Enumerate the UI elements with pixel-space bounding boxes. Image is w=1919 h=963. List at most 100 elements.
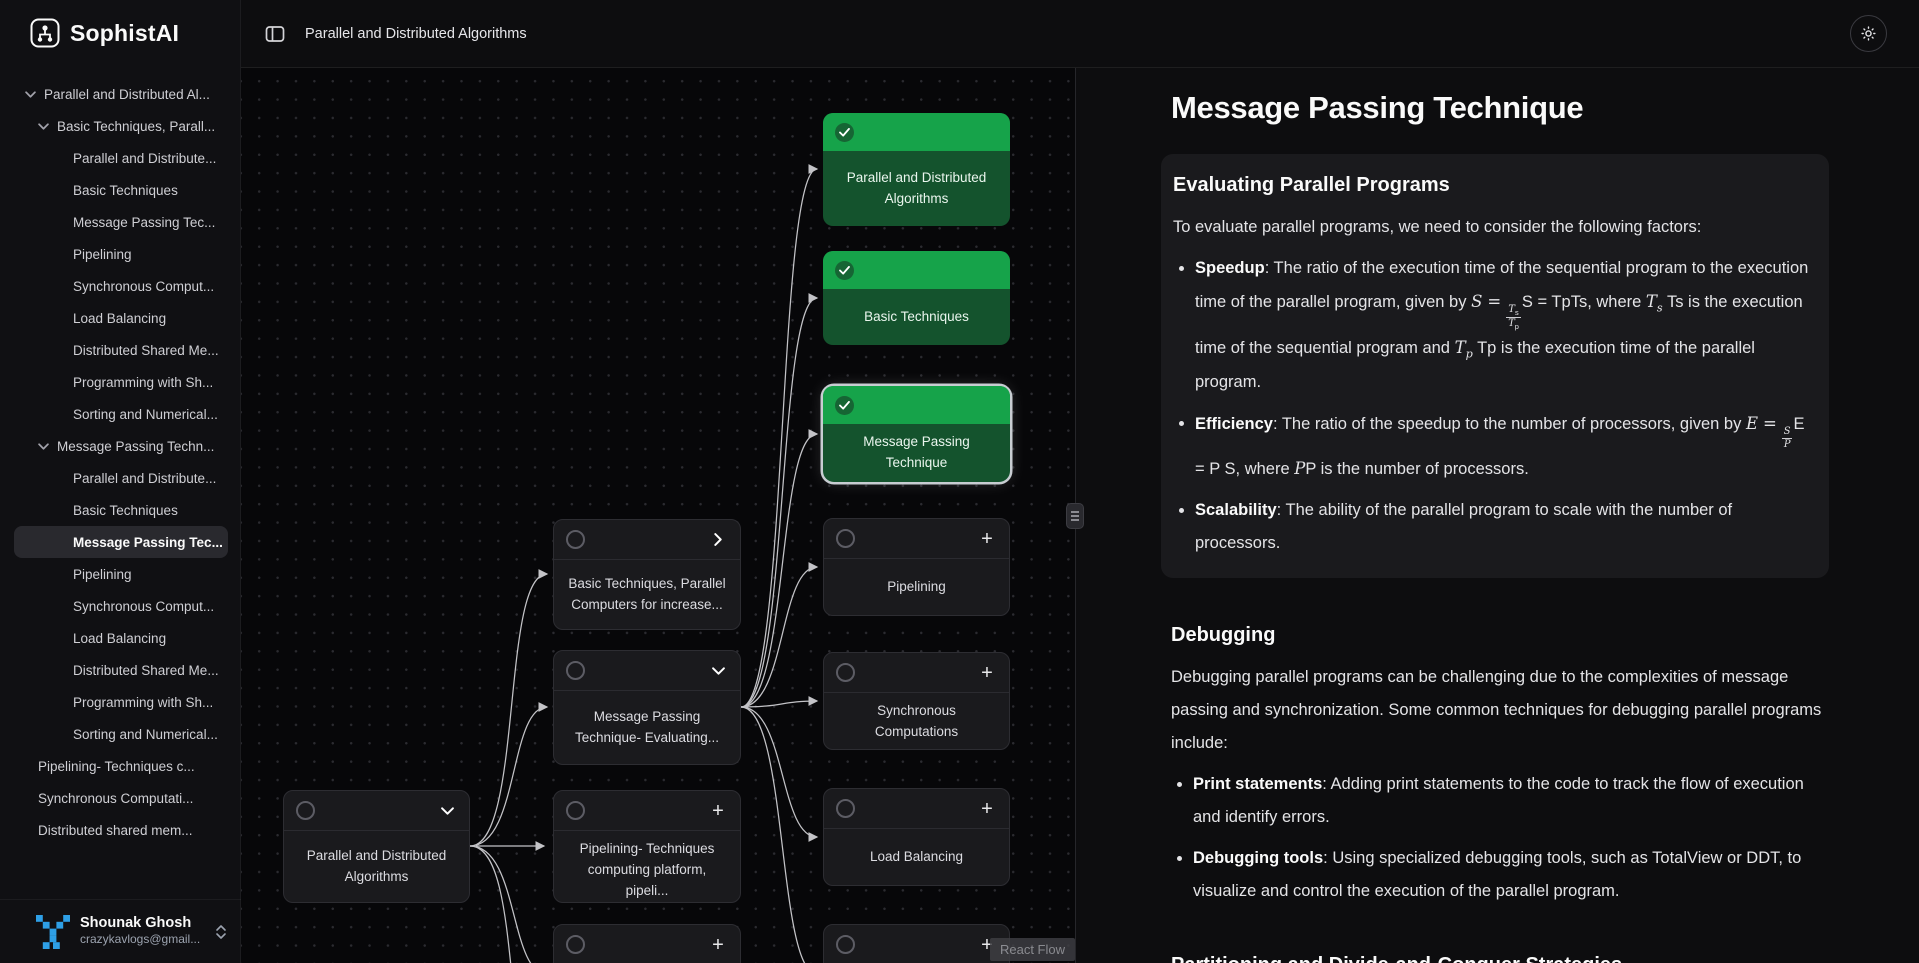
sidebar-item[interactable]: Distributed shared mem... (14, 814, 228, 846)
flow-node-root[interactable]: Parallel and Distributed Algorithms (283, 790, 470, 903)
sidebar-item[interactable]: Synchronous Computati... (14, 782, 228, 814)
sidebar-item-label: Basic Techniques (73, 182, 178, 198)
sidebar-item[interactable]: Message Passing Tec... (14, 526, 228, 558)
user-account[interactable]: Shounak Ghosh crazykavlogs@gmail... (0, 899, 241, 963)
completed-check-icon[interactable] (835, 260, 854, 280)
sidebar-item[interactable]: Message Passing Techn... (14, 430, 228, 462)
node-label: Basic Techniques, Parallel Computers for… (568, 575, 726, 612)
sidebar-item-label: Load Balancing (73, 630, 167, 646)
sidebar-item[interactable]: Parallel and Distributed Al... (14, 78, 228, 110)
flow-node-m2[interactable]: Message Passing Technique- Evaluating... (553, 650, 741, 765)
sidebar-item-label: Sorting and Numerical... (73, 406, 218, 422)
expand-node-button[interactable] (708, 530, 728, 550)
add-node-button[interactable]: + (981, 933, 993, 956)
collapse-node-button[interactable] (708, 661, 728, 681)
complete-toggle-circle[interactable] (836, 935, 855, 954)
collapse-node-button[interactable] (437, 801, 457, 821)
sidebar-item[interactable]: Pipelining (14, 238, 228, 270)
debugging-list: Print statements: Adding print statement… (1171, 768, 1829, 908)
sidebar-item[interactable]: Pipelining (14, 558, 228, 590)
next-section-heading: Partitioning and Divide-and-Conquer Stra… (1171, 954, 1622, 963)
sun-icon (1861, 26, 1876, 41)
flow-node-m3[interactable]: + Pipelining- Techniques computing platf… (553, 790, 741, 903)
panel-resize-handle[interactable] (1066, 503, 1084, 529)
sitemap-logo-icon (30, 18, 60, 48)
flow-node-r6[interactable]: + Load Balancing (823, 788, 1010, 886)
complete-toggle-circle[interactable] (566, 661, 585, 680)
flow-node-r2[interactable]: Basic Techniques (823, 251, 1010, 345)
sidebar-item-label: Sorting and Numerical... (73, 726, 218, 742)
sidebar-item[interactable]: Sorting and Numerical... (14, 398, 228, 430)
node-header: + (554, 791, 740, 831)
node-header: + (824, 789, 1009, 829)
complete-toggle-circle[interactable] (836, 529, 855, 548)
sidebar-item[interactable]: Load Balancing (14, 302, 228, 334)
sidebar-item[interactable]: Parallel and Distribute... (14, 142, 228, 174)
flow-node-m1[interactable]: Basic Techniques, Parallel Computers for… (553, 519, 741, 630)
add-node-button[interactable]: + (712, 933, 724, 956)
sidebar-item[interactable]: Sorting and Numerical... (14, 718, 228, 750)
factors-list: Speedup: The ratio of the execution time… (1173, 252, 1813, 560)
sidebar-item[interactable]: Pipelining- Techniques c... (14, 750, 228, 782)
sidebar-item[interactable]: Basic Techniques, Parall... (14, 110, 228, 142)
add-node-button[interactable]: + (981, 527, 993, 550)
sidebar-item-label: Programming with Sh... (73, 694, 214, 710)
chevron-right-icon (714, 533, 722, 546)
flow-node-r1[interactable]: Parallel and Distributed Algorithms (823, 113, 1010, 226)
node-label: Basic Techniques (864, 308, 969, 324)
theme-toggle-button[interactable] (1850, 15, 1887, 52)
node-header (554, 651, 740, 691)
add-node-button[interactable]: + (712, 799, 724, 822)
sidebar-item-label: Synchronous Comput... (73, 278, 215, 294)
sidebar-item[interactable]: Load Balancing (14, 622, 228, 654)
sidebar-item[interactable]: Message Passing Tec... (14, 206, 228, 238)
node-label: Parallel and Distributed Algorithms (306, 847, 447, 884)
content-panel[interactable]: Message Passing Technique Evaluating Par… (1076, 68, 1919, 963)
panel-toggle-icon[interactable] (265, 24, 285, 44)
react-flow-attribution[interactable]: React Flow (989, 938, 1075, 961)
node-header (554, 520, 740, 560)
flow-node-m4[interactable]: + (553, 924, 741, 963)
sidebar-item[interactable]: Parallel and Distribute... (14, 462, 228, 494)
chevron-down-icon (38, 442, 49, 450)
sidebar-item-label: Distributed Shared Me... (73, 342, 219, 358)
sidebar-item[interactable]: Programming with Sh... (14, 366, 228, 398)
sidebar-item-label: Message Passing Techn... (57, 438, 215, 454)
node-label: Synchronous Computations (874, 703, 959, 739)
sidebar-item[interactable]: Distributed Shared Me... (14, 654, 228, 686)
complete-toggle-circle[interactable] (566, 801, 585, 820)
sidebar-item[interactable]: Synchronous Comput... (14, 270, 228, 302)
complete-toggle-circle[interactable] (836, 663, 855, 682)
flow-node-r5[interactable]: + Synchronous Computations (823, 652, 1010, 750)
add-node-button[interactable]: + (981, 661, 993, 684)
complete-toggle-circle[interactable] (836, 799, 855, 818)
node-label: Message Passing Technique (863, 434, 970, 470)
chevron-up-down-icon[interactable] (215, 924, 227, 940)
complete-toggle-circle[interactable] (296, 801, 315, 820)
sidebar-item-label: Parallel and Distributed Al... (44, 86, 210, 102)
completed-check-icon[interactable] (835, 122, 854, 142)
completed-check-icon[interactable] (835, 395, 854, 415)
sidebar-item[interactable]: Distributed Shared Me... (14, 334, 228, 366)
flow-node-r7[interactable]: + (823, 924, 1010, 963)
flow-node-r4[interactable]: + Pipelining (823, 518, 1010, 616)
node-label: Load Balancing (869, 848, 964, 864)
add-node-button[interactable]: + (981, 797, 993, 820)
sidebar-item-label: Parallel and Distribute... (73, 470, 217, 486)
flow-node-r3[interactable]: Message Passing Technique (823, 386, 1010, 482)
app-logo[interactable]: SophistAI (0, 0, 240, 66)
list-item-efficiency: Efficiency: The ratio of the speedup to … (1173, 407, 1813, 486)
sidebar-item[interactable]: Basic Techniques (14, 494, 228, 526)
flow-canvas[interactable]: Parallel and Distributed Algorithms Basi… (241, 68, 1075, 963)
sidebar-item-label: Pipelining (73, 566, 132, 582)
complete-toggle-circle[interactable] (566, 935, 585, 954)
section-heading: Debugging (1171, 623, 1276, 646)
sidebar-item[interactable]: Basic Techniques (14, 174, 228, 206)
sidebar-item[interactable]: Synchronous Comput... (14, 590, 228, 622)
node-header: + (824, 519, 1009, 559)
document-title: Parallel and Distributed Algorithms (305, 25, 527, 42)
sidebar-item-label: Synchronous Comput... (73, 598, 215, 614)
complete-toggle-circle[interactable] (566, 530, 585, 549)
sidebar-item[interactable]: Programming with Sh... (14, 686, 228, 718)
